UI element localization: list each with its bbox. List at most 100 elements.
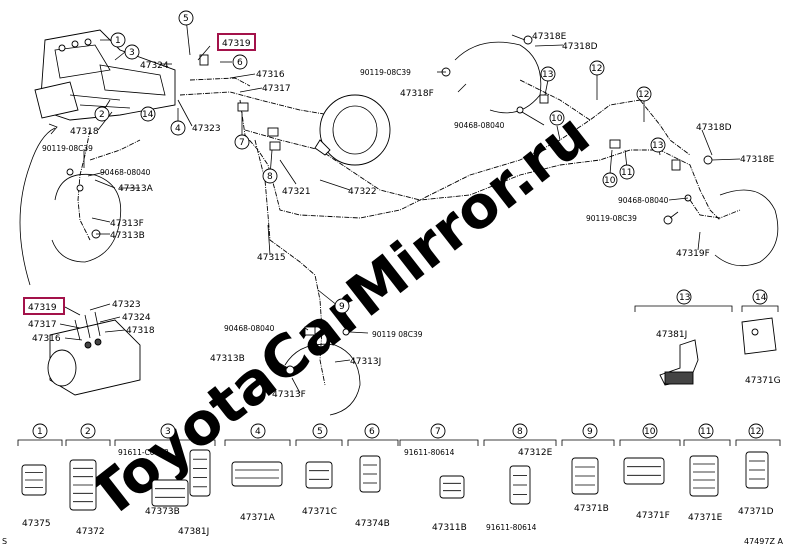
bottom-group-6-number[interactable]: 6 — [369, 427, 375, 437]
bottom-group-10-number[interactable]: 10 — [644, 427, 656, 437]
inset-label-47324[interactable]: 47324 — [122, 313, 151, 323]
code-label-90468-low[interactable]: 90468-08040 — [224, 324, 275, 333]
part-label-47318E-right[interactable]: 47318E — [740, 155, 775, 165]
bottom-part-label-91611-C0612[interactable]: 91611-C0612 — [118, 448, 169, 457]
callout-13-header[interactable]: 13 — [679, 293, 690, 303]
part-label-47313B[interactable]: 47313B — [110, 231, 145, 241]
callout-14-header[interactable]: 14 — [755, 293, 767, 303]
callout-10-upper[interactable]: 10 — [551, 114, 563, 124]
bottom-group-9-number[interactable]: 9 — [587, 427, 593, 437]
callout-4[interactable]: 4 — [175, 124, 181, 134]
callout-14[interactable]: 14 — [142, 110, 154, 120]
group-13: 13 47381J — [634, 289, 733, 386]
part-label-47318[interactable]: 47318 — [70, 127, 99, 137]
part-label-47322[interactable]: 47322 — [348, 187, 377, 197]
inset-label-47317[interactable]: 47317 — [28, 320, 57, 330]
bottom-group-8-number[interactable]: 8 — [517, 427, 523, 437]
bottom-part-label-47375[interactable]: 47375 — [22, 519, 51, 529]
bottom-group-4-bracket — [224, 439, 291, 446]
code-label-90468-right[interactable]: 90468-08040 — [618, 196, 669, 205]
part-label-47318E[interactable]: 47318E — [532, 32, 567, 42]
callout-circles: 1 2 3 4 5 6 7 8 9 10 10 11 12 12 13 13 1… — [94, 10, 666, 314]
group-14: 14 47371G — [741, 289, 781, 386]
part-label-47317[interactable]: 47317 — [262, 84, 291, 94]
part-label-47313J[interactable]: 47313J — [350, 357, 381, 367]
inset-label-47316[interactable]: 47316 — [32, 334, 61, 344]
callout-3[interactable]: 3 — [129, 48, 135, 58]
bottom-group-2-circle — [80, 423, 96, 439]
callout-9[interactable]: 9 — [339, 302, 345, 312]
part-label-47319F[interactable]: 47319F — [676, 249, 710, 259]
callout-2[interactable]: 2 — [99, 110, 105, 120]
callout-6[interactable]: 6 — [237, 58, 243, 68]
callout-7[interactable]: 7 — [239, 138, 245, 148]
part-label-47318D[interactable]: 47318D — [562, 42, 598, 52]
bottom-part-label-47371D[interactable]: 47371D — [738, 507, 774, 517]
inset-label-47323[interactable]: 47323 — [112, 300, 141, 310]
part-label-47319[interactable]: 47319 — [222, 39, 251, 49]
bottom-group-1-number[interactable]: 1 — [37, 427, 43, 437]
part-label-47318D-right[interactable]: 47318D — [696, 123, 732, 133]
bottom-part-label-47381J[interactable]: 47381J — [178, 527, 209, 537]
brake-booster — [314, 94, 391, 166]
bottom-group-11-circle — [698, 423, 714, 439]
highlight-box-47319-inset — [23, 297, 65, 315]
rear-left-disc — [284, 343, 361, 416]
bottom-group-3-circle — [160, 423, 176, 439]
part-label-47371G[interactable]: 47371G — [745, 376, 781, 386]
part-label-47313A[interactable]: 47313A — [118, 184, 154, 194]
callout-12-right[interactable]: 12 — [638, 90, 649, 100]
part-label-47316[interactable]: 47316 — [256, 70, 285, 80]
bottom-group-4-number[interactable]: 4 — [255, 427, 261, 437]
code-label-90468-top[interactable]: 90468-08040 — [454, 121, 505, 130]
part-label-47381J-right[interactable]: 47381J — [656, 330, 687, 340]
callout-8[interactable]: 8 — [267, 172, 273, 182]
bottom-part-label-47373B[interactable]: 47373B — [145, 507, 180, 517]
bottom-part-label-47311B[interactable]: 47311B — [432, 523, 467, 533]
bottom-part-label-47372[interactable]: 47372 — [76, 527, 105, 537]
bottom-part-label-47371A[interactable]: 47371A — [240, 513, 276, 523]
inset-label-47318[interactable]: 47318 — [126, 326, 155, 336]
bottom-group-11-number[interactable]: 11 — [700, 427, 711, 437]
part-label-47313B-low[interactable]: 47313B — [210, 354, 245, 364]
part-label-47313F-low[interactable]: 47313F — [272, 390, 306, 400]
code-label-90119-top[interactable]: 90119-08C39 — [360, 68, 411, 77]
diagram-code: 47497Z A — [744, 537, 783, 546]
part-label-47323[interactable]: 47323 — [192, 124, 221, 134]
abs-actuator-top — [34, 29, 176, 121]
part-label-47313F[interactable]: 47313F — [110, 219, 144, 229]
callout-5[interactable]: 5 — [183, 14, 189, 24]
bottom-group-2-number[interactable]: 2 — [85, 427, 91, 437]
bottom-group-12-number[interactable]: 12 — [750, 427, 761, 437]
callout-1[interactable]: 1 — [115, 36, 121, 46]
inset-label-47319[interactable]: 47319 — [28, 303, 57, 313]
bottom-part-label-47374B[interactable]: 47374B — [355, 519, 390, 529]
part-label-47318F[interactable]: 47318F — [400, 89, 434, 99]
bottom-part-label-91611-80614[interactable]: 91611-80614 — [404, 448, 455, 457]
bottom-group-1-bracket — [17, 439, 63, 446]
bottom-part-label-91611-80614[interactable]: 91611-80614 — [486, 523, 537, 532]
code-label-90468-tl[interactable]: 90468-08040 — [100, 168, 151, 177]
bottom-group-6-circle — [364, 423, 380, 439]
bottom-group-7-number[interactable]: 7 — [435, 427, 441, 437]
code-label-90119-tl[interactable]: 90119-08C39 — [42, 144, 93, 153]
bottom-part-label-47371F[interactable]: 47371F — [636, 511, 670, 521]
part-label-47324[interactable]: 47324 — [140, 61, 169, 71]
bottom-part-label-47371C[interactable]: 47371C — [302, 507, 337, 517]
bottom-part-label-47312E[interactable]: 47312E — [518, 448, 553, 458]
callout-13-right[interactable]: 13 — [652, 141, 663, 151]
callout-12-upper[interactable]: 12 — [591, 64, 602, 74]
callout-13-upper[interactable]: 13 — [542, 70, 553, 80]
callout-11[interactable]: 11 — [621, 168, 632, 178]
code-label-90119-right[interactable]: 90119-08C39 — [586, 214, 637, 223]
part-label-47321[interactable]: 47321 — [282, 187, 311, 197]
bottom-group-5-number[interactable]: 5 — [317, 427, 323, 437]
clamp-part-11-0 — [689, 455, 719, 497]
bottom-group-3-number[interactable]: 3 — [165, 427, 171, 437]
callout-10-lower[interactable]: 10 — [604, 176, 616, 186]
bottom-part-label-47371E[interactable]: 47371E — [688, 513, 723, 523]
bottom-part-label-47371B[interactable]: 47371B — [574, 504, 609, 514]
part-label-47315[interactable]: 47315 — [257, 253, 286, 263]
code-label-90119-low[interactable]: 90119 08C39 — [372, 330, 423, 339]
corner-mark: S — [2, 537, 7, 546]
